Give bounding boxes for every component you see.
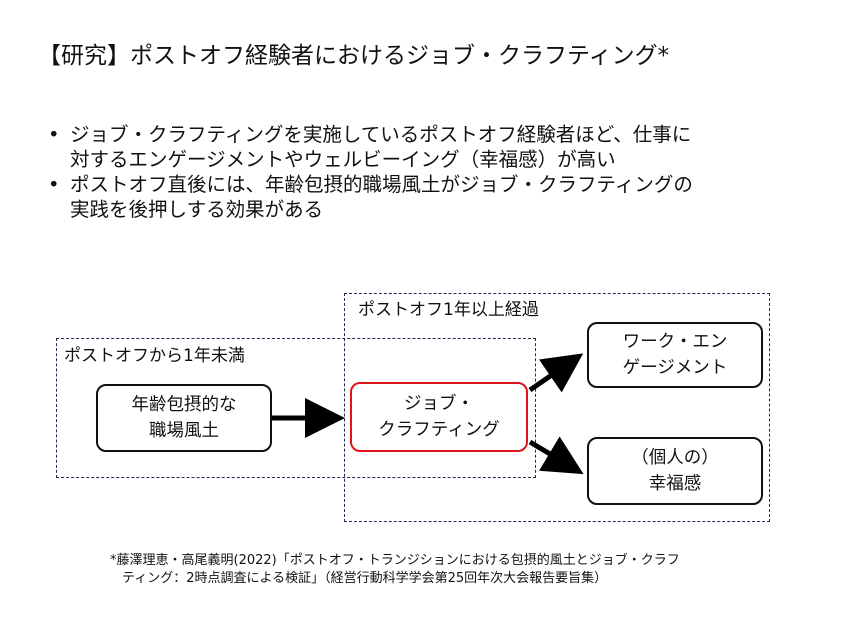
region-within-one-year — [56, 338, 536, 478]
node-text: ジョブ・ — [404, 394, 474, 414]
bullet-item: • ジョブ・クラフティングを実施しているポストオフ経験者ほど、仕事に 対するエン… — [44, 122, 824, 172]
node-text: ワーク・エン — [622, 332, 728, 352]
citation-footnote: *藤澤理恵・高尾義明(2022)「ポストオフ・トランジションにおける包摂的風土と… — [110, 552, 810, 588]
node-text: ゲージメント — [622, 358, 728, 378]
node-wellbeing: （個人の） 幸福感 — [587, 437, 763, 505]
node-text: クラフティング — [378, 420, 500, 440]
bullet-marker: • — [48, 123, 60, 146]
node-work-engagement: ワーク・エン ゲージメント — [587, 322, 763, 388]
node-inclusive-climate: 年齢包摂的な 職場風土 — [96, 384, 272, 452]
region-within-label: ポストオフから1年未満 — [64, 346, 245, 366]
bullet-list: • ジョブ・クラフティングを実施しているポストオフ経験者ほど、仕事に 対するエン… — [44, 122, 824, 222]
footnote-line: *藤澤理恵・高尾義明(2022)「ポストオフ・トランジションにおける包摂的風土と… — [110, 553, 680, 568]
node-text: 幸福感 — [648, 474, 702, 494]
node-text: 職場風土 — [149, 421, 219, 441]
slide-title: 【研究】ポストオフ経験者におけるジョブ・クラフティング* — [38, 43, 670, 69]
arrow-crafting-to-engagement — [528, 353, 584, 393]
bullet-text-line: 対するエンゲージメントやウェルビーイング（幸福感）が高い — [70, 148, 616, 171]
node-job-crafting: ジョブ・ クラフティング — [350, 382, 528, 452]
footnote-line: ティング：2時点調査による検証」（経営行動科学学会第25回年次大会報告要旨集） — [122, 571, 608, 586]
region-after-label: ポストオフ1年以上経過 — [358, 300, 539, 320]
node-text: （個人の） — [631, 448, 719, 468]
bullet-item: • ポストオフ直後には、年齢包摂的職場風土がジョブ・クラフティングの 実践を後押… — [44, 172, 824, 222]
node-text: 年齢包摂的な — [131, 395, 237, 415]
bullet-text-line: ポストオフ直後には、年齢包摂的職場風土がジョブ・クラフティングの — [70, 173, 693, 196]
arrow-crafting-to-wellbeing — [528, 436, 584, 475]
bullet-text-line: ジョブ・クラフティングを実施しているポストオフ経験者ほど、仕事に — [70, 123, 692, 146]
bullet-marker: • — [48, 173, 60, 196]
bullet-text-line: 実践を後押しする効果がある — [70, 198, 324, 221]
